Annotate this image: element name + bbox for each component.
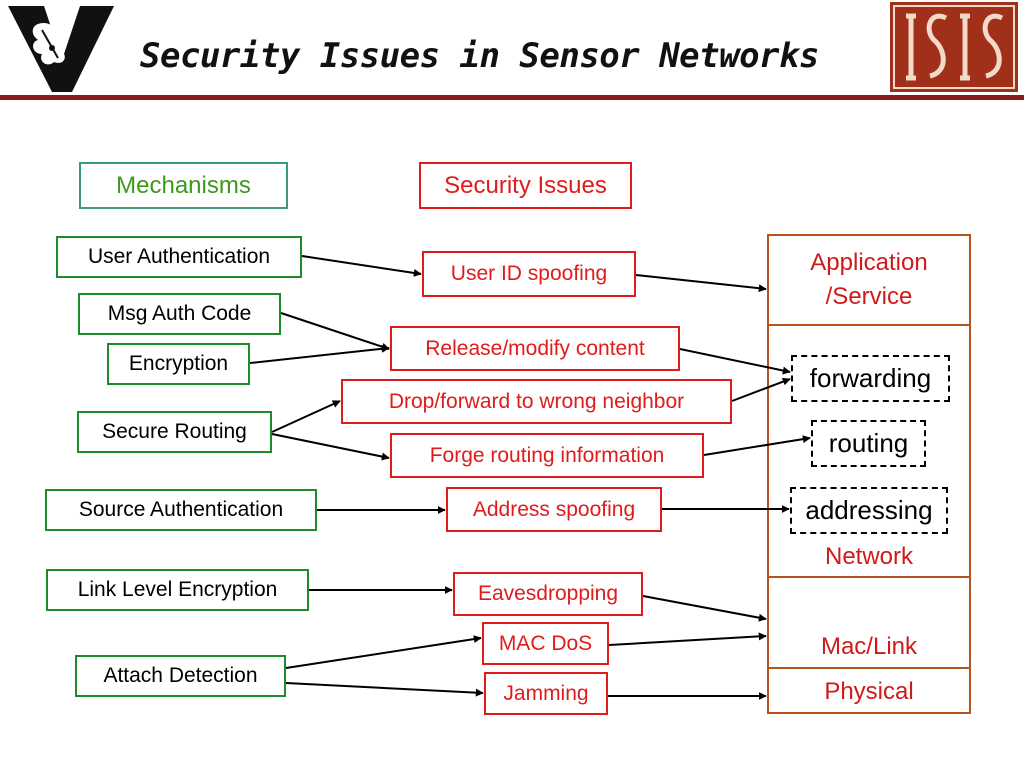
mechanism-secure-routing: Secure Routing xyxy=(77,411,272,453)
v-oak-leaf-logo xyxy=(8,6,114,92)
mechanisms-header: Mechanisms xyxy=(79,162,288,209)
maclink-label: Mac/Link xyxy=(820,633,918,660)
application-label: Application xyxy=(810,249,928,276)
function-addressing: addressing xyxy=(790,487,948,534)
page-title: Security Issues in Sensor Networks xyxy=(140,36,819,76)
title-underline xyxy=(0,95,1024,100)
layer-mac-link: Mac/Link xyxy=(767,576,971,669)
security-issues-header: Security Issues xyxy=(419,162,632,209)
arrow-secure-routing-to-drop-forward xyxy=(271,400,341,433)
issue-jamming: Jamming xyxy=(484,672,608,715)
issue-release-modify-content: Release/modify content xyxy=(390,326,680,371)
mechanism-attach-detection: Attach Detection xyxy=(75,655,286,697)
issue-user-id-spoofing: User ID spoofing xyxy=(422,251,636,297)
arrow-secure-routing-to-forge-routing xyxy=(271,433,390,461)
mechanism-encryption: Encryption xyxy=(107,343,250,385)
mechanism-msg-auth-code: Msg Auth Code xyxy=(78,293,281,335)
function-forwarding: forwarding xyxy=(791,355,950,402)
service-label: /Service xyxy=(825,283,913,310)
issue-mac-dos: MAC DoS xyxy=(482,622,609,665)
issue-drop-forward-wrong-neighbor: Drop/forward to wrong neighbor xyxy=(341,379,732,424)
mechanism-user-authentication: User Authentication xyxy=(56,236,302,278)
arrow-attach-detection-to-mac-dos xyxy=(285,635,482,669)
arrow-attach-detection-to-jamming xyxy=(285,682,484,697)
layer-physical: Physical xyxy=(767,667,971,714)
arrow-eavesdropping-to-maclink xyxy=(642,595,767,622)
mechanism-source-authentication: Source Authentication xyxy=(45,489,317,531)
arrow-user-auth-to-user-id-spoofing xyxy=(301,255,422,277)
arrow-user-id-spoofing-to-application xyxy=(635,274,767,293)
arrow-msg-auth-to-release-modify xyxy=(280,312,390,351)
network-label: Network xyxy=(824,543,914,570)
layer-application-service: Application /Service xyxy=(767,234,971,326)
arrow-mac-dos-to-maclink xyxy=(608,632,767,646)
function-routing: routing xyxy=(811,420,926,467)
arrow-encryption-to-release-modify xyxy=(249,344,390,364)
issue-eavesdropping: Eavesdropping xyxy=(453,572,643,616)
issue-address-spoofing: Address spoofing xyxy=(446,487,662,532)
issue-forge-routing-information: Forge routing information xyxy=(390,433,704,478)
mechanism-link-level-encryption: Link Level Encryption xyxy=(46,569,309,611)
isis-logo xyxy=(890,2,1018,92)
physical-label: Physical xyxy=(824,678,914,705)
